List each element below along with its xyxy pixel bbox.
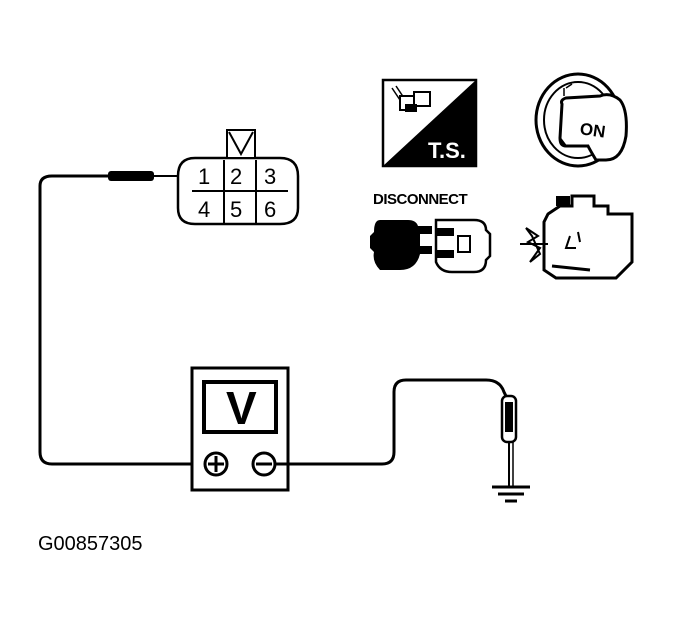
voltmeter: V (190, 366, 290, 492)
ground-probe (500, 394, 518, 486)
ground-symbol-icon (492, 485, 530, 503)
disconnect-label: DISCONNECT (373, 191, 468, 208)
engine-icon (520, 194, 634, 280)
negative-terminal-icon (251, 451, 277, 477)
pin-3-label: 3 (264, 164, 276, 189)
disconnect-icon: DISCONNECT (370, 191, 492, 274)
pin-5-label: 5 (230, 197, 242, 222)
six-pin-connector: 1 2 3 4 5 6 (176, 129, 300, 226)
positive-terminal-icon (203, 451, 229, 477)
pin-1-label: 1 (198, 164, 210, 189)
figure-id: G00857305 (38, 533, 143, 555)
key-on-label: ON (579, 119, 607, 141)
ignition-key-icon: ON (534, 72, 628, 168)
pin-2-label: 2 (230, 164, 242, 189)
negative-test-lead (276, 378, 510, 466)
test-tool-icon: T.S. (381, 78, 478, 168)
positive-test-lead (38, 174, 200, 466)
pin-4-label: 4 (198, 197, 210, 222)
pin-6-label: 6 (264, 197, 276, 222)
voltmeter-label: V (226, 382, 257, 434)
test-tool-label: T.S. (428, 138, 466, 163)
